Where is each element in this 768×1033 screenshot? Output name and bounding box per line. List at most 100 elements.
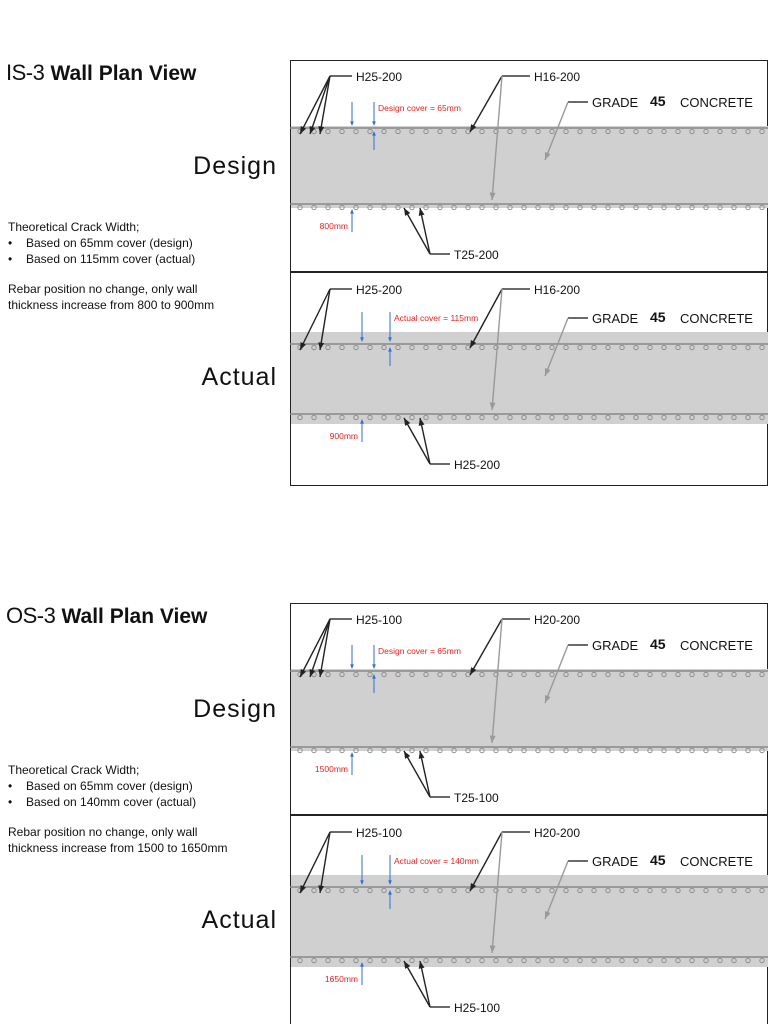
rebar-dot bbox=[689, 887, 695, 894]
grade-number: 45 bbox=[650, 93, 666, 109]
rebar-dot bbox=[577, 747, 583, 754]
rebar-dot bbox=[465, 204, 471, 211]
leader-arrow bbox=[403, 750, 431, 798]
notes-bullets: Based on 65mm cover (design) Based on 14… bbox=[8, 778, 248, 810]
cover-label: Actual cover = 115mm bbox=[394, 313, 478, 323]
rebar-dot bbox=[437, 414, 443, 421]
rebar-dot bbox=[661, 671, 667, 678]
rebar-dot bbox=[479, 887, 485, 894]
rebar-dot bbox=[605, 414, 611, 421]
rebar-dot bbox=[451, 671, 457, 678]
cover-label: Design cover = 65mm bbox=[378, 103, 461, 113]
rebar-dot bbox=[507, 957, 513, 964]
rebar-dot bbox=[563, 128, 569, 135]
rebar-dot bbox=[661, 887, 667, 894]
cover-dim-arrow bbox=[360, 337, 364, 342]
section-title: IS-3 Wall Plan View bbox=[6, 60, 196, 86]
rebar-dot bbox=[675, 128, 681, 135]
rebar-dot bbox=[605, 128, 611, 135]
leader-arrow-head bbox=[309, 126, 316, 134]
rebar-dot bbox=[647, 747, 653, 754]
leader-arrow-head bbox=[418, 751, 425, 759]
rebar-dot bbox=[633, 747, 639, 754]
leader-arrow-grey bbox=[544, 317, 569, 377]
rebar-dot bbox=[675, 204, 681, 211]
rebar-dot bbox=[549, 671, 555, 678]
thickness-dim-arrow bbox=[350, 752, 354, 757]
rebar-dot bbox=[549, 957, 555, 964]
rebar-dot bbox=[423, 671, 429, 678]
rebar-dot bbox=[591, 414, 597, 421]
rebar-dot bbox=[297, 747, 303, 754]
leader-arrow bbox=[419, 207, 431, 255]
leader-arrow-grey bbox=[544, 860, 569, 920]
rebar-dot bbox=[661, 128, 667, 135]
rebar-dot bbox=[493, 344, 499, 351]
grade-text: GRADE bbox=[592, 95, 639, 110]
rebar-dot bbox=[311, 957, 317, 964]
rebar-dot bbox=[535, 957, 541, 964]
rebar-dot bbox=[381, 128, 387, 135]
rebar-dot bbox=[437, 671, 443, 678]
rebar-dot bbox=[759, 671, 765, 678]
rebar-dot bbox=[493, 414, 499, 421]
left-bar-label: H25-100 bbox=[356, 613, 402, 627]
leader-arrow-head bbox=[318, 342, 325, 350]
rebar-dot bbox=[353, 128, 359, 135]
rebar-dot bbox=[451, 414, 457, 421]
leader-arrow-head bbox=[318, 885, 325, 893]
rebar-dot bbox=[395, 671, 401, 678]
rebar-dot bbox=[745, 204, 751, 211]
rebar-dot bbox=[605, 671, 611, 678]
rebar-dot bbox=[535, 128, 541, 135]
rebar-dot bbox=[689, 747, 695, 754]
rebar-dot bbox=[297, 957, 303, 964]
cover-dim-arrow bbox=[350, 121, 354, 126]
rebar-dot bbox=[731, 957, 737, 964]
rebar-dot bbox=[409, 414, 415, 421]
rebar-dot bbox=[381, 957, 387, 964]
rebar-dot bbox=[325, 957, 331, 964]
rebar-dot bbox=[549, 128, 555, 135]
leader-arrow-head bbox=[309, 669, 316, 677]
cover-dim-arrow bbox=[350, 664, 354, 669]
rebar-dot bbox=[549, 204, 555, 211]
rebar-dot bbox=[493, 204, 499, 211]
wall-slab bbox=[291, 669, 768, 751]
leader-arrow bbox=[299, 75, 331, 135]
rebar-dot bbox=[367, 344, 373, 351]
leader-arrow-grey bbox=[491, 75, 503, 201]
rebar-dot bbox=[647, 204, 653, 211]
rebar-dot bbox=[647, 414, 653, 421]
leader-arrow-head bbox=[300, 669, 307, 677]
rebar-dot bbox=[577, 204, 583, 211]
rebar-dot bbox=[437, 957, 443, 964]
rebar-dot bbox=[619, 747, 625, 754]
rebar-dot bbox=[521, 414, 527, 421]
bottom-bar-label: H25-100 bbox=[454, 1001, 500, 1015]
wall-slab bbox=[291, 332, 768, 424]
section-code: OS-3 bbox=[6, 603, 56, 628]
rebar-dot bbox=[423, 887, 429, 894]
rebar-dot bbox=[549, 414, 555, 421]
rebar-dot bbox=[325, 747, 331, 754]
rebar-dot bbox=[535, 414, 541, 421]
rebar-dot bbox=[507, 128, 513, 135]
rebar-dot bbox=[731, 414, 737, 421]
rebar-dot bbox=[535, 344, 541, 351]
rebar-dot bbox=[703, 887, 709, 894]
rebar-dot bbox=[703, 204, 709, 211]
bottom-bar-label: T25-100 bbox=[454, 791, 499, 805]
rebar-dot bbox=[437, 344, 443, 351]
rebar-dot bbox=[395, 128, 401, 135]
leader-arrow-grey-head bbox=[489, 945, 496, 953]
leader-arrow-head bbox=[418, 208, 425, 216]
rebar-dot bbox=[619, 414, 625, 421]
rebar-dot bbox=[381, 747, 387, 754]
rebar-dot bbox=[577, 887, 583, 894]
rebar-dot bbox=[633, 344, 639, 351]
thickness-dim-arrow bbox=[360, 419, 364, 424]
cover-dim-arrow bbox=[388, 337, 392, 342]
rebar-dot bbox=[703, 747, 709, 754]
grade-unit: CONCRETE bbox=[680, 95, 753, 110]
